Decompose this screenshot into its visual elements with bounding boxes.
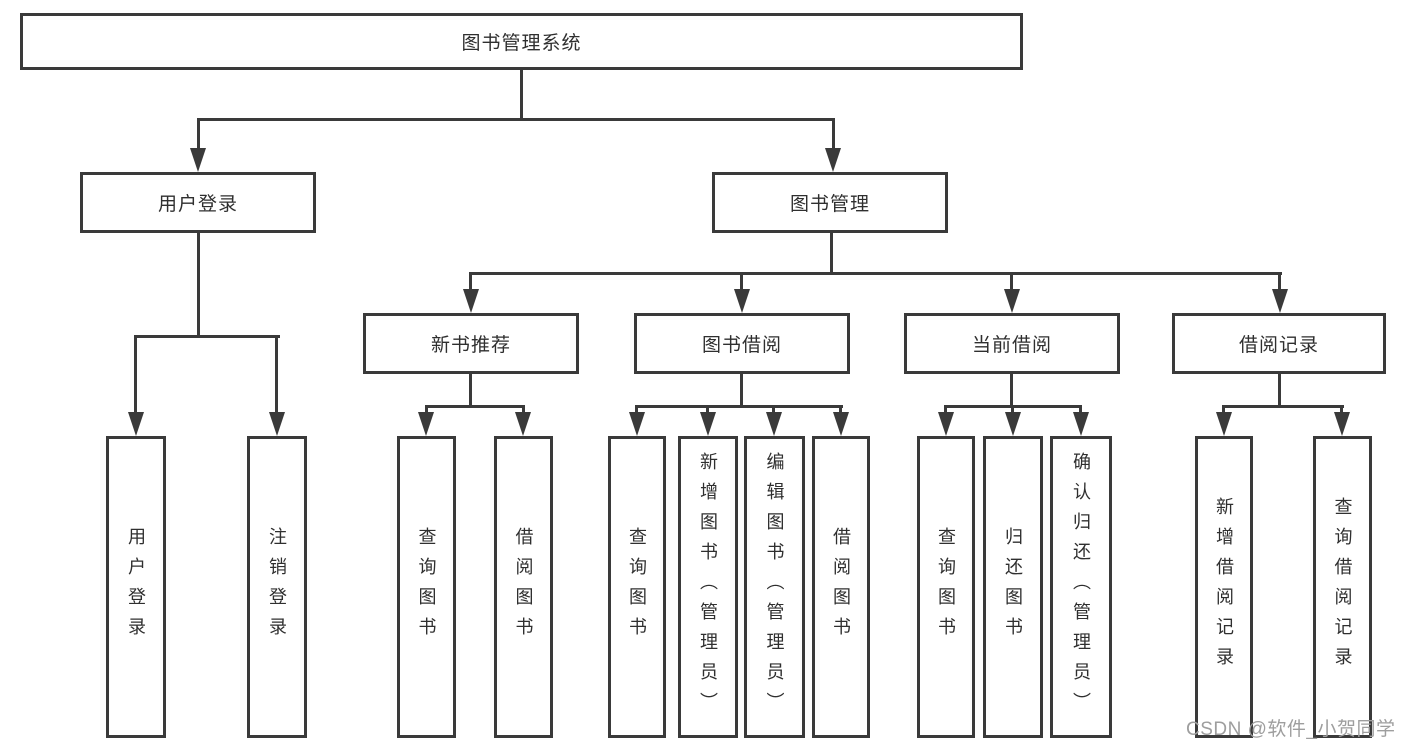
leaf-query-book: 查询图书 [608, 436, 666, 738]
arrowhead-icon [190, 148, 206, 172]
node-borrow-record-label: 借阅记录 [1238, 335, 1319, 356]
arrowhead-icon [1005, 412, 1021, 436]
connector-book-management-drop [832, 118, 835, 152]
leaf-label: 查询借阅记录 [1332, 497, 1353, 677]
leaf-label: 借阅图书 [831, 527, 851, 647]
leaf-query-borrow-record: 查询借阅记录 [1313, 436, 1372, 738]
leaf-label: 查询图书 [416, 527, 437, 647]
connector-leaf-drop [1222, 405, 1225, 416]
connector-user-login-stem [197, 232, 200, 338]
connector-user-login-drop [197, 118, 200, 152]
connector-leaf-drop [522, 405, 525, 416]
node-book-management: 图书管理 [712, 172, 948, 233]
connector-leaf-drop [1079, 405, 1082, 416]
connector-level2-horizontal [197, 118, 835, 121]
connector-level3-horizontal [470, 272, 1282, 275]
arrowhead-icon [629, 412, 645, 436]
connector-leaf-drop [635, 405, 638, 416]
arrowhead-icon [1272, 289, 1288, 313]
arrowhead-icon [463, 289, 479, 313]
arrowhead-icon [128, 412, 144, 436]
leaf-edit-book-admin: 编辑图书（管理员） [744, 436, 805, 738]
node-user-login: 用户登录 [80, 172, 316, 233]
connector-new-book-horizontal [425, 405, 525, 408]
connector-leaf-drop [425, 405, 428, 416]
csdn-watermark: CSDN @软件_小贺同学 [1186, 719, 1396, 740]
node-new-book-recommend-label: 新书推荐 [430, 335, 511, 356]
arrowhead-icon [515, 412, 531, 436]
connector-leaf-drop [1011, 405, 1014, 416]
arrowhead-icon [825, 148, 841, 172]
connector-user-login-leaves-horizontal [134, 335, 280, 338]
connector-book-borrow-stem [740, 373, 743, 407]
connector-borrow-record-stem [1278, 373, 1281, 407]
leaf-label: 确认归还（管理员） [1071, 452, 1091, 722]
arrowhead-icon [269, 412, 285, 436]
node-book-management-label: 图书管理 [789, 194, 870, 215]
arrowhead-icon [734, 289, 750, 313]
node-book-borrow: 图书借阅 [634, 313, 850, 374]
connector-level3-drop [1010, 272, 1013, 295]
connector-leaf-drop [706, 405, 709, 416]
arrowhead-icon [938, 412, 954, 436]
leaf-add-book-admin: 新增图书（管理员） [678, 436, 738, 738]
leaf-query-book-recommend: 查询图书 [397, 436, 456, 738]
leaf-borrow-book: 借阅图书 [812, 436, 870, 738]
leaf-label: 用户登录 [126, 527, 146, 647]
leaf-label: 查询图书 [936, 527, 956, 647]
node-current-borrow: 当前借阅 [904, 313, 1120, 374]
leaf-label: 查询图书 [627, 527, 647, 647]
leaf-logout: 注销登录 [247, 436, 307, 738]
leaf-confirm-return-admin: 确认归还（管理员） [1050, 436, 1112, 738]
connector-book-management-stem [830, 232, 833, 275]
arrowhead-icon [1334, 412, 1350, 436]
leaf-label: 注销登录 [267, 527, 287, 647]
node-book-borrow-label: 图书借阅 [701, 335, 782, 356]
connector-level3-drop [1278, 272, 1281, 295]
connector-root-stem [520, 70, 523, 120]
node-root-label: 图书管理系统 [461, 33, 582, 54]
connector-book-borrow-horizontal [635, 405, 843, 408]
connector-leaf-drop [134, 335, 137, 415]
arrowhead-icon [833, 412, 849, 436]
arrowhead-icon [1216, 412, 1232, 436]
connector-leaf-drop [944, 405, 947, 416]
arrowhead-icon [700, 412, 716, 436]
connector-current-borrow-stem [1010, 373, 1013, 407]
leaf-borrow-book-recommend: 借阅图书 [494, 436, 553, 738]
leaf-label: 借阅图书 [513, 527, 534, 647]
leaf-label: 新增图书（管理员） [698, 452, 718, 722]
node-new-book-recommend: 新书推荐 [363, 313, 579, 374]
leaf-label: 归还图书 [1003, 527, 1023, 647]
connector-leaf-drop [839, 405, 842, 416]
leaf-return-book: 归还图书 [983, 436, 1043, 738]
connector-new-book-stem [469, 373, 472, 407]
connector-leaf-drop [1340, 405, 1343, 416]
connector-leaf-drop [275, 335, 278, 415]
leaf-add-borrow-record: 新增借阅记录 [1195, 436, 1253, 738]
arrowhead-icon [766, 412, 782, 436]
leaf-user-login: 用户登录 [106, 436, 166, 738]
connector-level3-drop [469, 272, 472, 295]
leaf-query-current: 查询图书 [917, 436, 975, 738]
node-current-borrow-label: 当前借阅 [971, 335, 1052, 356]
leaf-label: 新增借阅记录 [1214, 497, 1234, 677]
node-user-login-label: 用户登录 [157, 194, 238, 215]
arrowhead-icon [418, 412, 434, 436]
leaf-label: 编辑图书（管理员） [764, 452, 785, 722]
arrowhead-icon [1073, 412, 1089, 436]
connector-level3-drop [740, 272, 743, 295]
connector-borrow-record-horizontal [1222, 405, 1344, 408]
connector-leaf-drop [772, 405, 775, 416]
node-borrow-record: 借阅记录 [1172, 313, 1386, 374]
arrowhead-icon [1004, 289, 1020, 313]
node-root: 图书管理系统 [20, 13, 1023, 70]
